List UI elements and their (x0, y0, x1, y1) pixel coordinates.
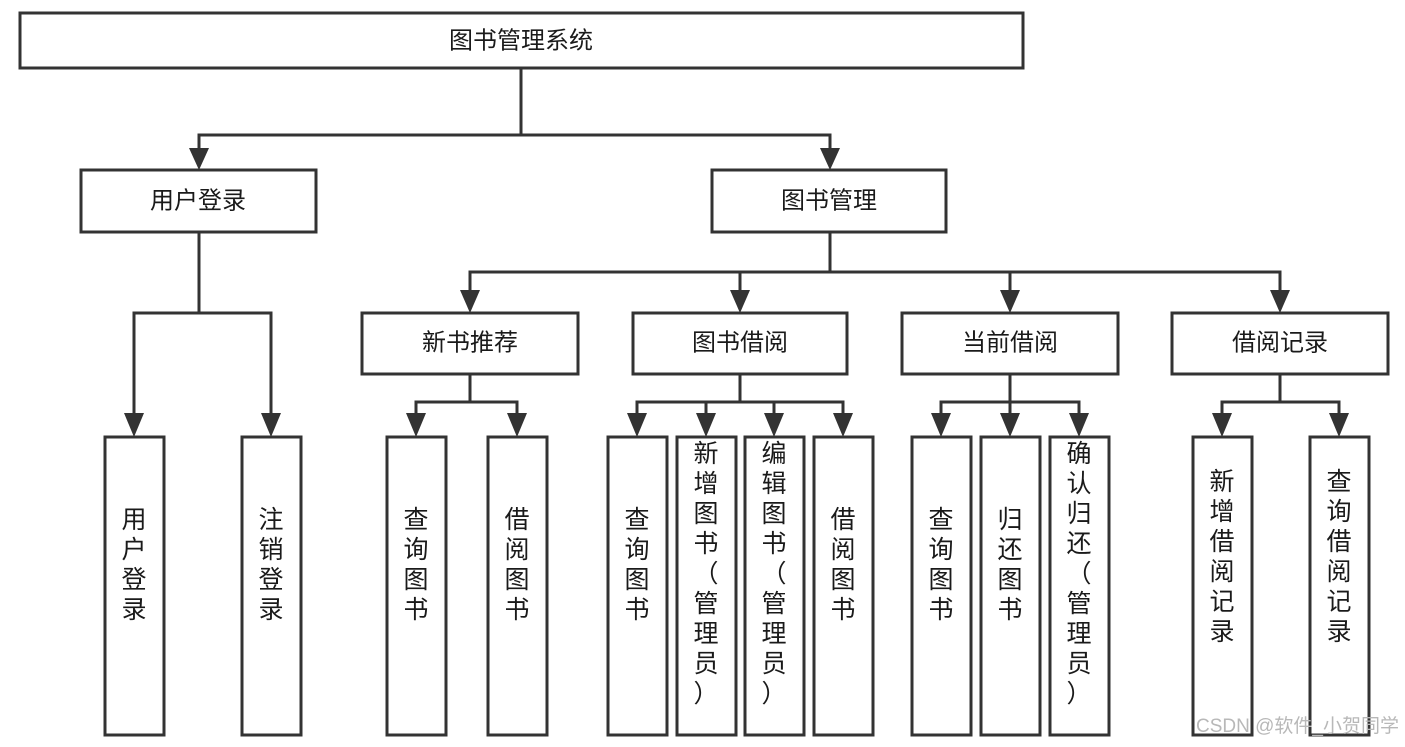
node-book-management-label: 图书管理 (781, 187, 877, 214)
node-user-login[interactable]: 用户登录 (79, 168, 318, 234)
node-leaf-user-login-box[interactable] (103, 435, 166, 737)
connectors-layer (124, 66, 1349, 437)
node-leaf-add-book-admin-box[interactable] (675, 435, 738, 737)
arrow-head-leaf-query-borrow-record (1329, 413, 1349, 437)
arrow-head-leaf-confirm-return-admin (1069, 413, 1089, 437)
node-borrow-record-label: 借阅记录 (1232, 329, 1328, 356)
node-leaf-borrow-books-2-box[interactable] (812, 435, 875, 737)
node-leaf-return-books-label: 归还图书 (997, 506, 1022, 624)
csdn-watermark: CSDN @软件_小贺同学 (1196, 715, 1399, 737)
node-leaf-borrow-books-1-box[interactable] (486, 435, 549, 737)
node-leaf-query-books-2[interactable]: 查询图书 (606, 435, 669, 737)
node-new-book-recommend-box[interactable] (360, 311, 580, 376)
node-new-book-recommend-label: 新书推荐 (422, 329, 518, 356)
node-leaf-query-books-1-box[interactable] (385, 435, 448, 737)
node-root-box[interactable] (18, 11, 1025, 70)
arrow-head-leaf-return-books (1000, 413, 1020, 437)
node-leaf-confirm-return-admin[interactable]: 确认归还（管理员） (1048, 435, 1111, 737)
node-leaf-confirm-return-admin-label: 确认归还（管理员） (1066, 440, 1091, 708)
node-leaf-borrow-books-2[interactable]: 借阅图书 (812, 435, 875, 737)
arrow-head-borrow-record (1270, 290, 1290, 313)
node-leaf-query-books-1[interactable]: 查询图书 (385, 435, 448, 737)
node-leaf-query-borrow-record[interactable]: 查询借阅记录 (1308, 435, 1371, 737)
node-leaf-query-books-3-box[interactable] (910, 435, 973, 737)
node-user-login-label: 用户登录 (150, 187, 246, 214)
arrow-head-leaf-borrow-books-1 (507, 413, 527, 437)
node-leaf-return-books-box[interactable] (979, 435, 1042, 737)
node-user-login-box[interactable] (79, 168, 318, 234)
arrow-head-current-borrow (1000, 290, 1020, 313)
arrow-head-leaf-edit-book-admin (764, 413, 784, 437)
node-leaf-confirm-return-admin-box[interactable] (1048, 435, 1111, 737)
node-leaf-borrow-books-1[interactable]: 借阅图书 (486, 435, 549, 737)
arrow-head-leaf-query-books-3 (931, 413, 951, 437)
node-leaf-logout-login-box[interactable] (240, 435, 303, 737)
node-current-borrow-box[interactable] (900, 311, 1120, 376)
node-book-borrow[interactable]: 图书借阅 (631, 311, 849, 376)
node-borrow-record-box[interactable] (1170, 311, 1390, 376)
node-root[interactable]: 图书管理系统 (18, 11, 1025, 70)
node-leaf-add-book-admin[interactable]: 新增图书（管理员） (675, 435, 738, 737)
node-root-label: 图书管理系统 (449, 27, 593, 54)
node-leaf-edit-book-admin-box[interactable] (743, 435, 806, 737)
node-leaf-edit-book-admin[interactable]: 编辑图书（管理员） (743, 435, 806, 737)
node-leaf-query-books-2-label: 查询图书 (624, 506, 649, 624)
arrow-head-leaf-borrow-books-2 (833, 413, 853, 437)
node-current-borrow-label: 当前借阅 (962, 329, 1058, 356)
node-leaf-query-books-1-label: 查询图书 (403, 506, 428, 624)
node-current-borrow[interactable]: 当前借阅 (900, 311, 1120, 376)
node-leaf-query-borrow-record-label: 查询借阅记录 (1326, 468, 1351, 646)
arrow-head-user-login (189, 148, 209, 170)
node-leaf-return-books[interactable]: 归还图书 (979, 435, 1042, 737)
node-leaf-query-borrow-record-box[interactable] (1308, 435, 1371, 737)
arrow-head-leaf-add-book-admin (696, 413, 716, 437)
node-leaf-query-books-3[interactable]: 查询图书 (910, 435, 973, 737)
node-leaf-query-books-3-label: 查询图书 (928, 506, 953, 624)
node-leaf-add-borrow-record[interactable]: 新增借阅记录 (1191, 435, 1254, 737)
node-leaf-edit-book-admin-label: 编辑图书（管理员） (761, 440, 786, 708)
node-leaf-logout-login-label: 注销登录 (258, 506, 283, 624)
arrow-head-leaf-query-books-1 (406, 413, 426, 437)
arrow-head-leaf-add-borrow-record (1212, 413, 1232, 437)
node-leaf-borrow-books-2-label: 借阅图书 (830, 506, 855, 624)
node-leaf-add-borrow-record-box[interactable] (1191, 435, 1254, 737)
node-borrow-record[interactable]: 借阅记录 (1170, 311, 1390, 376)
arrow-head-book-management (820, 148, 840, 170)
arrow-head-leaf-query-books-2 (627, 413, 647, 437)
node-leaf-query-books-2-box[interactable] (606, 435, 669, 737)
node-new-book-recommend[interactable]: 新书推荐 (360, 311, 580, 376)
node-book-borrow-label: 图书借阅 (692, 329, 788, 356)
node-book-borrow-box[interactable] (631, 311, 849, 376)
node-leaf-user-login[interactable]: 用户登录 (103, 435, 166, 737)
node-leaf-logout-login[interactable]: 注销登录 (240, 435, 303, 737)
node-leaf-borrow-books-1-label: 借阅图书 (504, 506, 529, 624)
node-book-management-box[interactable] (710, 168, 948, 234)
node-book-management[interactable]: 图书管理 (710, 168, 948, 234)
arrow-head-leaf-logout-login (261, 413, 281, 437)
arrow-head-book-borrow (730, 290, 750, 313)
arrow-head-leaf-user-login (124, 413, 144, 437)
node-leaf-add-borrow-record-label: 新增借阅记录 (1209, 468, 1234, 646)
arrow-head-new-book-recommend (460, 290, 480, 313)
node-leaf-add-book-admin-label: 新增图书（管理员） (693, 440, 718, 708)
node-leaf-user-login-label: 用户登录 (121, 506, 146, 624)
